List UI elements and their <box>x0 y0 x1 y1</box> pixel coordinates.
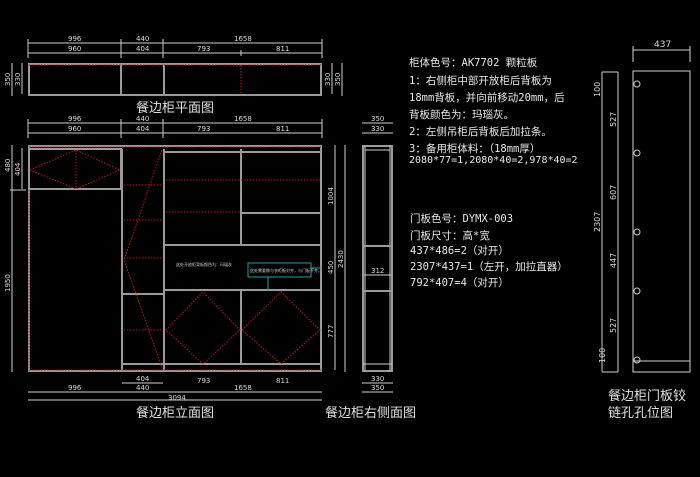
door-title-line2: 链孔孔位图 <box>608 406 673 421</box>
note-line: 柜体色号：AK7702 颗粒板 <box>409 56 538 69</box>
note-line: 背板颜色为：玛瑙灰。 <box>409 108 514 121</box>
plan-dim: 996 <box>68 35 82 43</box>
side-dim: 350 <box>371 384 384 392</box>
cabinet-notes: 柜体色号：AK7702 颗粒板 1：右侧柜中部开放柜后背板为 18mm背板，并向… <box>409 56 578 166</box>
door-dim: 437 <box>654 40 671 50</box>
elev-dim: 404 <box>136 375 150 383</box>
elev-dim: 1004 <box>327 187 335 205</box>
door-dim: 2307 <box>593 212 602 232</box>
note-line: 2080*77=1,2080*40=2,978*40=2 <box>409 155 578 166</box>
elevation-title: 餐边柜立面图 <box>136 405 214 421</box>
elev-dim: 1658 <box>234 384 252 392</box>
elev-dim: 404 <box>14 162 22 176</box>
elev-dim: 2430 <box>337 250 345 268</box>
side-view: 350 330 312 330 350 餐边柜右侧面图 <box>325 115 416 421</box>
elev-dim: 960 <box>68 125 81 133</box>
plan-view: 996 440 1658 960 404 793 811 350 330 330… <box>4 35 343 116</box>
elev-dim: 996 <box>68 115 82 123</box>
door-dim: 100 <box>593 82 602 97</box>
note-line: 18mm背板，并向前移动20mm，后 <box>409 91 565 104</box>
elev-dim: 793 <box>197 125 210 133</box>
side-dim: 330 <box>371 375 384 383</box>
door-dim: 447 <box>609 253 618 268</box>
plan-dim: 350 <box>4 73 12 86</box>
door-notes: 门板色号：DYMX-003 门板尺寸：高*宽 437*486=2（对开） 230… <box>410 212 568 289</box>
elev-dim: 811 <box>276 377 289 385</box>
elevation-note-right: 此处需要做与衣柜板对齐，与门板平齐。 <box>250 267 322 273</box>
door-dim: 527 <box>609 318 618 333</box>
note-line: 792*407=4（对开） <box>410 276 509 289</box>
side-dim: 330 <box>371 125 384 133</box>
elev-dim: 1950 <box>4 274 12 292</box>
note-line: 1：右侧柜中部开放柜后背板为 <box>409 74 552 87</box>
note-line: 门板色号：DYMX-003 <box>410 212 513 225</box>
elevation-note-left: 此处开放柜背板颜色为：玛瑙灰 <box>176 261 232 267</box>
elev-dim: 440 <box>136 384 149 392</box>
elev-dim: 440 <box>136 115 149 123</box>
plan-dim: 404 <box>136 45 150 53</box>
side-dim: 312 <box>371 267 384 275</box>
plan-title: 餐边柜平面图 <box>136 100 214 116</box>
elev-dim: 450 <box>327 261 335 274</box>
elev-dim: 404 <box>136 125 150 133</box>
note-line: 437*486=2（对开） <box>410 244 509 257</box>
plan-dim: 330 <box>324 73 332 86</box>
plan-dim: 440 <box>136 35 149 43</box>
plan-dim: 811 <box>276 45 289 53</box>
elev-dim: 1658 <box>234 115 252 123</box>
plan-dim: 793 <box>197 45 210 53</box>
note-line: 2307*437=1（左开，加拉直器） <box>410 260 568 273</box>
elev-dim: 777 <box>327 325 335 338</box>
door-title-line1: 餐边柜门板铰 <box>608 388 686 404</box>
elev-dim: 811 <box>276 125 289 133</box>
note-line: 2：左侧吊柜后背板后加拉条。 <box>409 125 552 138</box>
note-line: 门板尺寸：高*宽 <box>410 229 490 242</box>
elev-dim: 3094 <box>168 394 186 402</box>
elev-dim: 793 <box>197 377 210 385</box>
note-line: 3：备用柜体料：（18mm厚） <box>409 142 540 155</box>
door-hinge-view: 437 2307 100 527 607 447 527 100 餐边柜门板铰 … <box>593 40 691 421</box>
door-dim: 527 <box>609 112 618 127</box>
side-title: 餐边柜右侧面图 <box>325 405 416 421</box>
door-dim: 607 <box>609 185 618 200</box>
plan-dim: 330 <box>14 73 22 86</box>
elev-dim: 480 <box>4 159 12 172</box>
door-dim: 100 <box>598 348 607 363</box>
side-dim: 350 <box>371 115 384 123</box>
plan-dim: 1658 <box>234 35 252 43</box>
plan-dim: 350 <box>334 73 342 86</box>
elev-dim: 996 <box>68 384 82 392</box>
plan-dim: 960 <box>68 45 81 53</box>
elevation-view: 此处开放柜背板颜色为：玛瑙灰 此处需要做与衣柜板对齐，与门板平齐。 996 44… <box>4 115 346 421</box>
